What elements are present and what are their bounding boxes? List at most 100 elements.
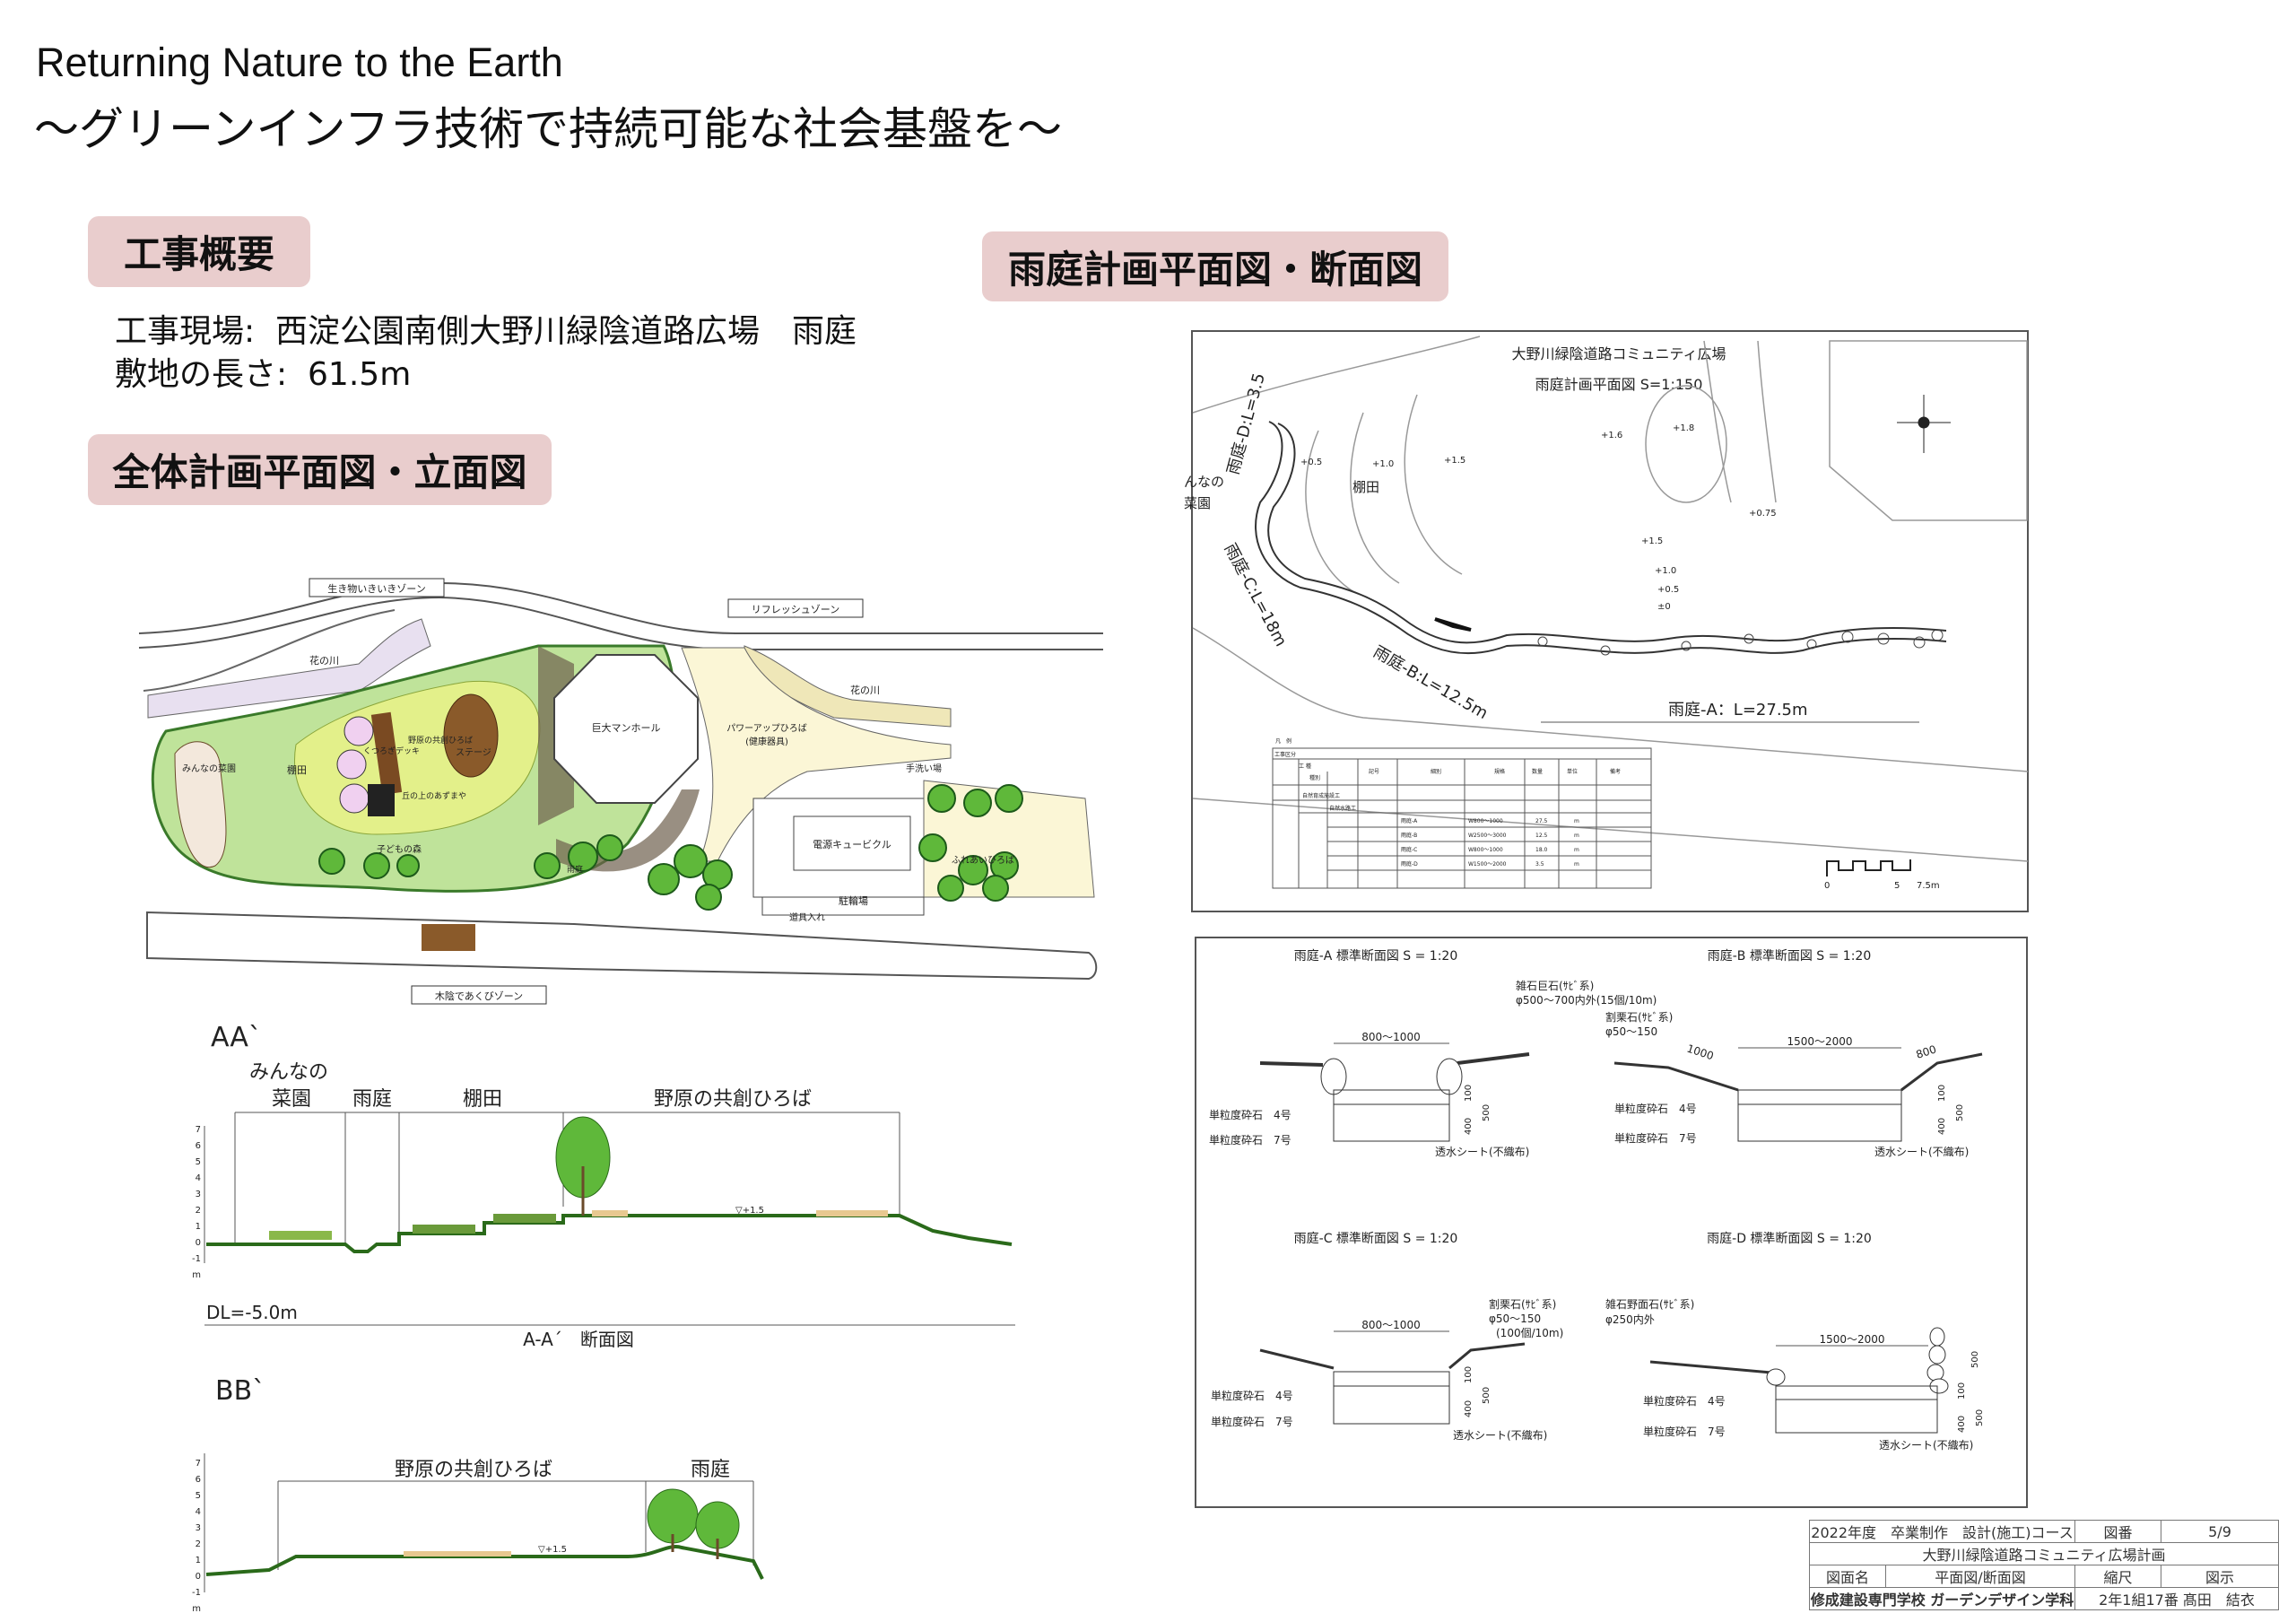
bb-marker: BB` xyxy=(215,1375,265,1407)
raingarden-sections-d-d400: 400 xyxy=(1957,1416,1967,1433)
section_aa-yticks-0: 7 xyxy=(196,1125,201,1135)
raingarden-plan-legend_headers-8: 備考 xyxy=(1610,768,1621,775)
raingarden-sections-d-d100: 100 xyxy=(1957,1382,1967,1400)
raingarden-sections-a-d400: 400 xyxy=(1464,1118,1474,1135)
label-cubicle: 電源キュービクル xyxy=(813,838,891,850)
label-bicycle: 駐輪場 xyxy=(839,894,868,907)
raingarden-sections-b-stone2: φ50～150 xyxy=(1605,1025,1657,1038)
raingarden-plan-scale_labels-2: 7.5m xyxy=(1917,881,1940,891)
section_bb-yticks-4: 3 xyxy=(196,1523,201,1533)
aa-datum: DL=-5.0m xyxy=(206,1302,298,1323)
raingarden-plan-legend_groups-1: 自然水路工 xyxy=(1329,805,1356,812)
scale-bar xyxy=(1826,859,1911,876)
raingarden-sections-b-title: 雨庭-B 標準断面図 S = 1:20 xyxy=(1708,948,1872,964)
raingarden-plan-legend_title: 凡 例 xyxy=(1275,737,1292,745)
raingarden-sections-c-d500: 500 xyxy=(1482,1387,1492,1404)
raingarden-plan-legend_rows-3-3: m xyxy=(1574,861,1579,868)
aa-marker: AA` xyxy=(211,1022,262,1053)
raingarden-sections-d-l7: 単粒度砕石 7号 xyxy=(1643,1425,1726,1438)
aa-label-raingarden: 雨庭 xyxy=(352,1088,392,1111)
aa-label-terrace: 棚田 xyxy=(463,1088,502,1111)
label-garden: みんなの菜園 xyxy=(182,763,236,774)
raingarden-plan-legend_rows-3-1: W1500～2000 xyxy=(1468,861,1507,868)
raingarden-sections-c-sheet: 透水シート(不織布) xyxy=(1453,1429,1547,1442)
section_aa-yticks-2: 5 xyxy=(196,1157,201,1167)
raingarden-sections-d-stone2: φ250内外 xyxy=(1605,1313,1655,1326)
bb-ground-profile xyxy=(205,1545,764,1580)
raingarden-plan-legend_rows-0-3: m xyxy=(1574,818,1579,824)
raingarden-plan-legend_rows-1-1: W2500～3000 xyxy=(1468,833,1507,839)
label-powerup-sub: (健康器具) xyxy=(745,736,788,747)
stage-shape xyxy=(443,693,499,778)
raingarden-plan-legend_headers-7: 単位 xyxy=(1567,768,1578,775)
raingarden-plan-levels-4: +1.8 xyxy=(1673,423,1694,433)
label-zone-creatures: 生き物いきいきゾーン xyxy=(327,582,425,595)
raingarden-sections-d-l4: 単粒度砕石 4号 xyxy=(1643,1394,1726,1408)
raingarden-plan-levels-5: +0.75 xyxy=(1749,509,1777,519)
trees xyxy=(318,784,1023,911)
raingarden-sections-c-width: 800～1000 xyxy=(1361,1319,1420,1331)
raingarden-plan-legend_rows-3-0: 雨庭-D xyxy=(1401,860,1418,868)
raingarden-plan-legend_rows-1-0: 雨庭-B xyxy=(1401,832,1417,839)
raingarden-sections-c-title: 雨庭-C 標準断面図 S = 1:20 xyxy=(1294,1231,1458,1246)
label-stage: ステージ xyxy=(456,748,491,758)
raingarden-sections-a-width: 800～1000 xyxy=(1361,1031,1420,1043)
label-terrace: 棚田 xyxy=(287,763,307,776)
bb-level: ▽+1.5 xyxy=(538,1545,567,1555)
aa-ground-profile xyxy=(206,1214,1013,1253)
plan-rg-a: 雨庭-A：L=27.5m xyxy=(1668,701,1808,719)
raingarden-sections-c-stone2: φ50～150 xyxy=(1489,1312,1541,1325)
raingarden-plan-levels-2: +1.5 xyxy=(1444,456,1465,466)
section-d: 雨庭-D 標準断面図 S = 1:20 1500～2000 雑石野面石(ｻﾋﾞ系… xyxy=(1605,1231,1985,1452)
label-zone-refresh: リフレッシュゾーン xyxy=(752,604,839,615)
aa-label-meadow: 野原の共創ひろば xyxy=(654,1088,812,1111)
label-raingarden: 雨庭 xyxy=(567,864,583,875)
section_bb-yticks-8: -1 xyxy=(192,1588,201,1598)
raingarden-plan-legend_groups-0: 自然育成施設工 xyxy=(1302,792,1340,799)
label-handwash: 手洗い場 xyxy=(906,763,942,774)
bb-label-raingarden: 雨庭 xyxy=(691,1459,730,1481)
raingarden-plan-levels-0: +0.5 xyxy=(1300,458,1322,467)
section_aa-yticks-1: 6 xyxy=(196,1141,201,1151)
label-deck: くつろぎデッキ xyxy=(363,746,420,756)
raingarden-badge: 雨庭計画平面図・断面図 xyxy=(982,231,1448,301)
raingarden-sections-a-stone1: 雑石巨石(ｻﾋﾞ系) xyxy=(1516,979,1594,992)
raingarden-sections-c-l4: 単粒度砕石 4号 xyxy=(1211,1389,1293,1402)
tb-school: 修成建設専門学校 ガーデンデザイン学科 xyxy=(1809,1587,2075,1610)
raingarden-sections-b-stone1: 割栗石(ｻﾋﾞ系) xyxy=(1605,1010,1673,1024)
raingarden-plan-scale_labels-0: 0 xyxy=(1824,881,1830,891)
manhole-octagon xyxy=(553,654,699,804)
legend-table: 凡 例 工事区分 工 種 種別 記号 細別 規格 数量 単位 備考 自然育成施設… xyxy=(1272,737,1652,889)
tb-course: 2022年度 卒業制作 設計(施工)コース xyxy=(1809,1520,2075,1543)
plan-garden-label-1: んなの xyxy=(1184,474,1224,490)
label-meadow: 野原の共創ひろば xyxy=(408,735,473,746)
plan-garden-label-2: 菜園 xyxy=(1184,495,1211,511)
section_bb-yticks-5: 2 xyxy=(196,1539,201,1549)
label-flower-river-2: 花の川 xyxy=(850,685,880,696)
raingarden-sections-c-d100: 100 xyxy=(1464,1366,1474,1383)
length-info: 敷地の長さ: 61.5m xyxy=(115,348,411,395)
label-flower-river-1: 花の川 xyxy=(309,655,339,667)
aa-level: ▽+1.5 xyxy=(735,1206,764,1216)
raingarden-plan-legend_rows-2-1: W800～1000 xyxy=(1468,847,1503,853)
tb-scale-label: 縮尺 xyxy=(2074,1565,2161,1588)
section_aa-yticks-8: -1 xyxy=(192,1254,201,1264)
site-value: 西淀公園南側大野川緑陰道路広場 雨庭 xyxy=(275,313,857,350)
raingarden-plan-legend_rows-2-0: 雨庭-C xyxy=(1401,846,1417,853)
section-c: 雨庭-C 標準断面図 S = 1:20 800～1000 割栗石(ｻﾋﾞ系) φ… xyxy=(1211,1231,1563,1442)
raingarden-plan-legend_rows-1-2: 12.5 xyxy=(1535,833,1548,839)
raingarden-plan-levels-6: +1.5 xyxy=(1641,536,1663,546)
raingarden-sections-b-d100: 100 xyxy=(1937,1085,1947,1102)
section_bb-yticks-2: 5 xyxy=(196,1491,201,1501)
aa-caption: A-A´ 断面図 xyxy=(523,1329,634,1350)
raingarden-plan-legend_headers-4: 細別 xyxy=(1431,768,1441,775)
title-english: Returning Nature to the Earth xyxy=(36,39,563,85)
raingarden-sections-b-d400: 400 xyxy=(1937,1118,1947,1135)
raingarden-plan-legend_rows-1-3: m xyxy=(1574,833,1579,839)
raingarden-sections-d-sheet: 透水シート(不織布) xyxy=(1879,1439,1973,1452)
section_bb-unit: m xyxy=(192,1604,201,1614)
raingarden-sections-a-d100: 100 xyxy=(1464,1085,1474,1102)
label-powerup: パワーアップひろば xyxy=(726,723,807,734)
section_bb-yticks-3: 4 xyxy=(196,1507,201,1517)
